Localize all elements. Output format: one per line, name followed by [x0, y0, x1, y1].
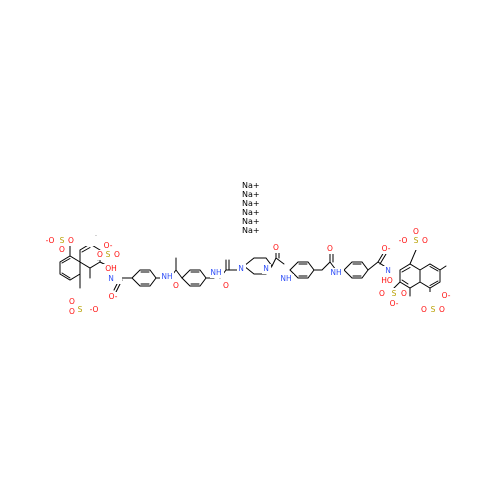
- atom-label: N: [108, 274, 114, 283]
- atom-label: O: [114, 250, 120, 259]
- atom-labels: -O S O O O S O O- OH N O- O S O -O NH O …: [44, 227, 456, 316]
- atom-label: O: [173, 281, 179, 290]
- sodium-ion: Na+: [242, 208, 260, 217]
- right-naphthalene-bonds: [391, 249, 447, 301]
- atom-label: O: [69, 297, 75, 306]
- atom-label: O: [68, 236, 74, 245]
- atom-label: O: [69, 307, 75, 316]
- atom-label: O: [97, 250, 103, 259]
- atom-label: N: [238, 264, 244, 273]
- atom-label: HO: [381, 276, 393, 285]
- atom-label: -O: [399, 236, 408, 245]
- atom-label: O: [401, 289, 407, 298]
- atom-label: S: [392, 289, 397, 298]
- atom-label: NH: [210, 268, 221, 277]
- sodium-ion: Na+: [242, 226, 260, 235]
- atom-label: O-: [109, 292, 118, 301]
- atom-label: O-: [442, 291, 451, 300]
- atom-label: -O: [46, 236, 55, 245]
- sodium-ion: Na+: [242, 181, 260, 190]
- atom-label: S: [414, 236, 419, 245]
- atom-label: O: [223, 281, 229, 290]
- sodium-ion: Na+: [242, 199, 260, 208]
- atom-label: O: [422, 236, 428, 245]
- atom-label: O: [421, 305, 427, 314]
- atom-label: O: [273, 243, 279, 252]
- atom-label: O: [379, 289, 385, 298]
- atom-label: N: [263, 264, 269, 273]
- atom-label: N: [385, 266, 391, 275]
- atom-label: S: [431, 305, 436, 314]
- sodium-ion: Na+: [242, 217, 260, 226]
- atom-label: O-: [390, 299, 399, 308]
- atom-label: O-: [104, 241, 113, 250]
- atom-label: O-: [382, 244, 391, 253]
- atom-label: S: [78, 305, 83, 314]
- atom-label: O: [59, 245, 65, 254]
- atom-label: NH: [161, 272, 172, 281]
- atom-label: O: [327, 244, 333, 253]
- atom-label: -O: [90, 305, 99, 314]
- atom-label: NH: [330, 268, 341, 277]
- atom-label: O: [439, 305, 445, 314]
- atom-label: NH: [280, 274, 291, 283]
- sodium-counterions: Na+ Na+ Na+ Na+ Na+ Na+: [242, 181, 260, 235]
- atom-label: O: [413, 227, 419, 236]
- sodium-ion: Na+: [242, 190, 260, 199]
- atom-label: S: [60, 236, 65, 245]
- atom-label: OH: [105, 264, 117, 273]
- atom-label: S: [106, 250, 111, 259]
